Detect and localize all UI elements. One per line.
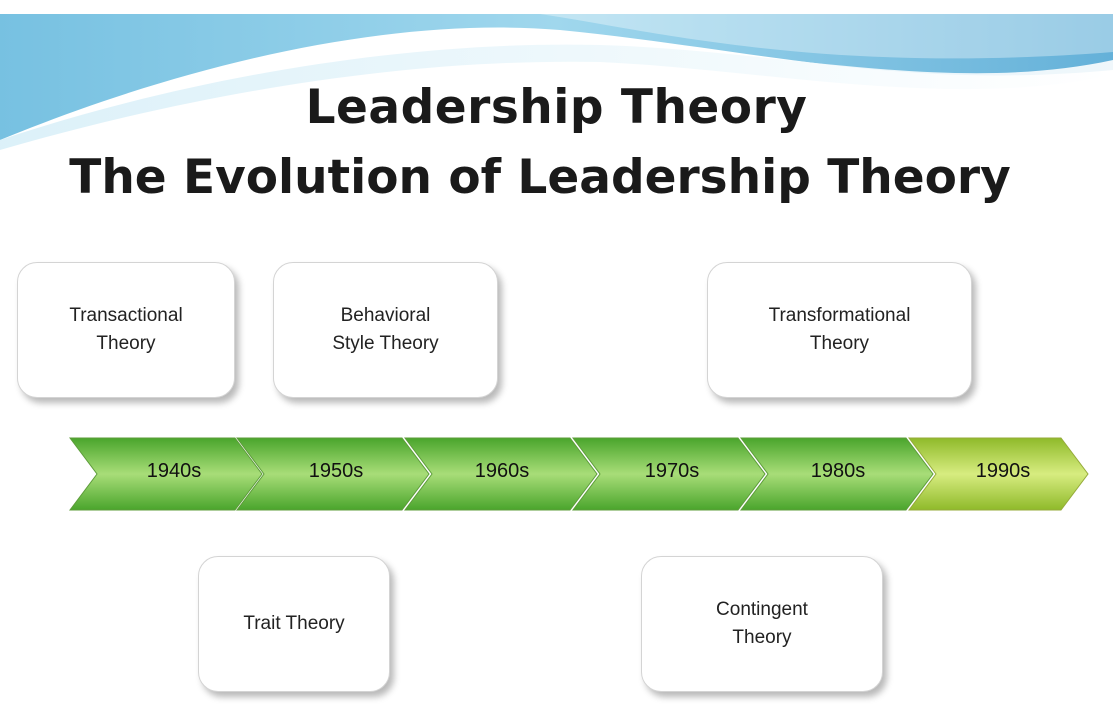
- header-wave-decoration: [0, 14, 1113, 150]
- theory-box-trait: Trait Theory: [198, 556, 390, 692]
- page-title: Leadership Theory: [305, 80, 808, 135]
- decade-label-1940s: 1940s: [146, 460, 202, 482]
- decade-label-1980s: 1980s: [810, 460, 866, 482]
- decade-label-1970s: 1970s: [644, 460, 700, 482]
- decade-label-1950s: 1950s: [308, 460, 364, 482]
- theory-box-transactional: Transactional Theory: [17, 262, 235, 398]
- theory-box-transformational: Transformational Theory: [707, 262, 972, 398]
- theory-box-behavioral-style: Behavioral Style Theory: [273, 262, 498, 398]
- theory-label: Transactional Theory: [69, 305, 183, 354]
- theory-label: Behavioral Style Theory: [332, 305, 439, 354]
- theory-label: Transformational Theory: [768, 305, 911, 354]
- decade-label-1990s: 1990s: [975, 460, 1031, 482]
- theory-label: Trait Theory: [243, 613, 345, 634]
- decade-label-1960s: 1960s: [474, 460, 530, 482]
- theory-label: Contingent Theory: [716, 599, 808, 648]
- theory-box-contingent: Contingent Theory: [641, 556, 883, 692]
- page-subtitle: The Evolution of Leadership Theory: [69, 150, 1011, 205]
